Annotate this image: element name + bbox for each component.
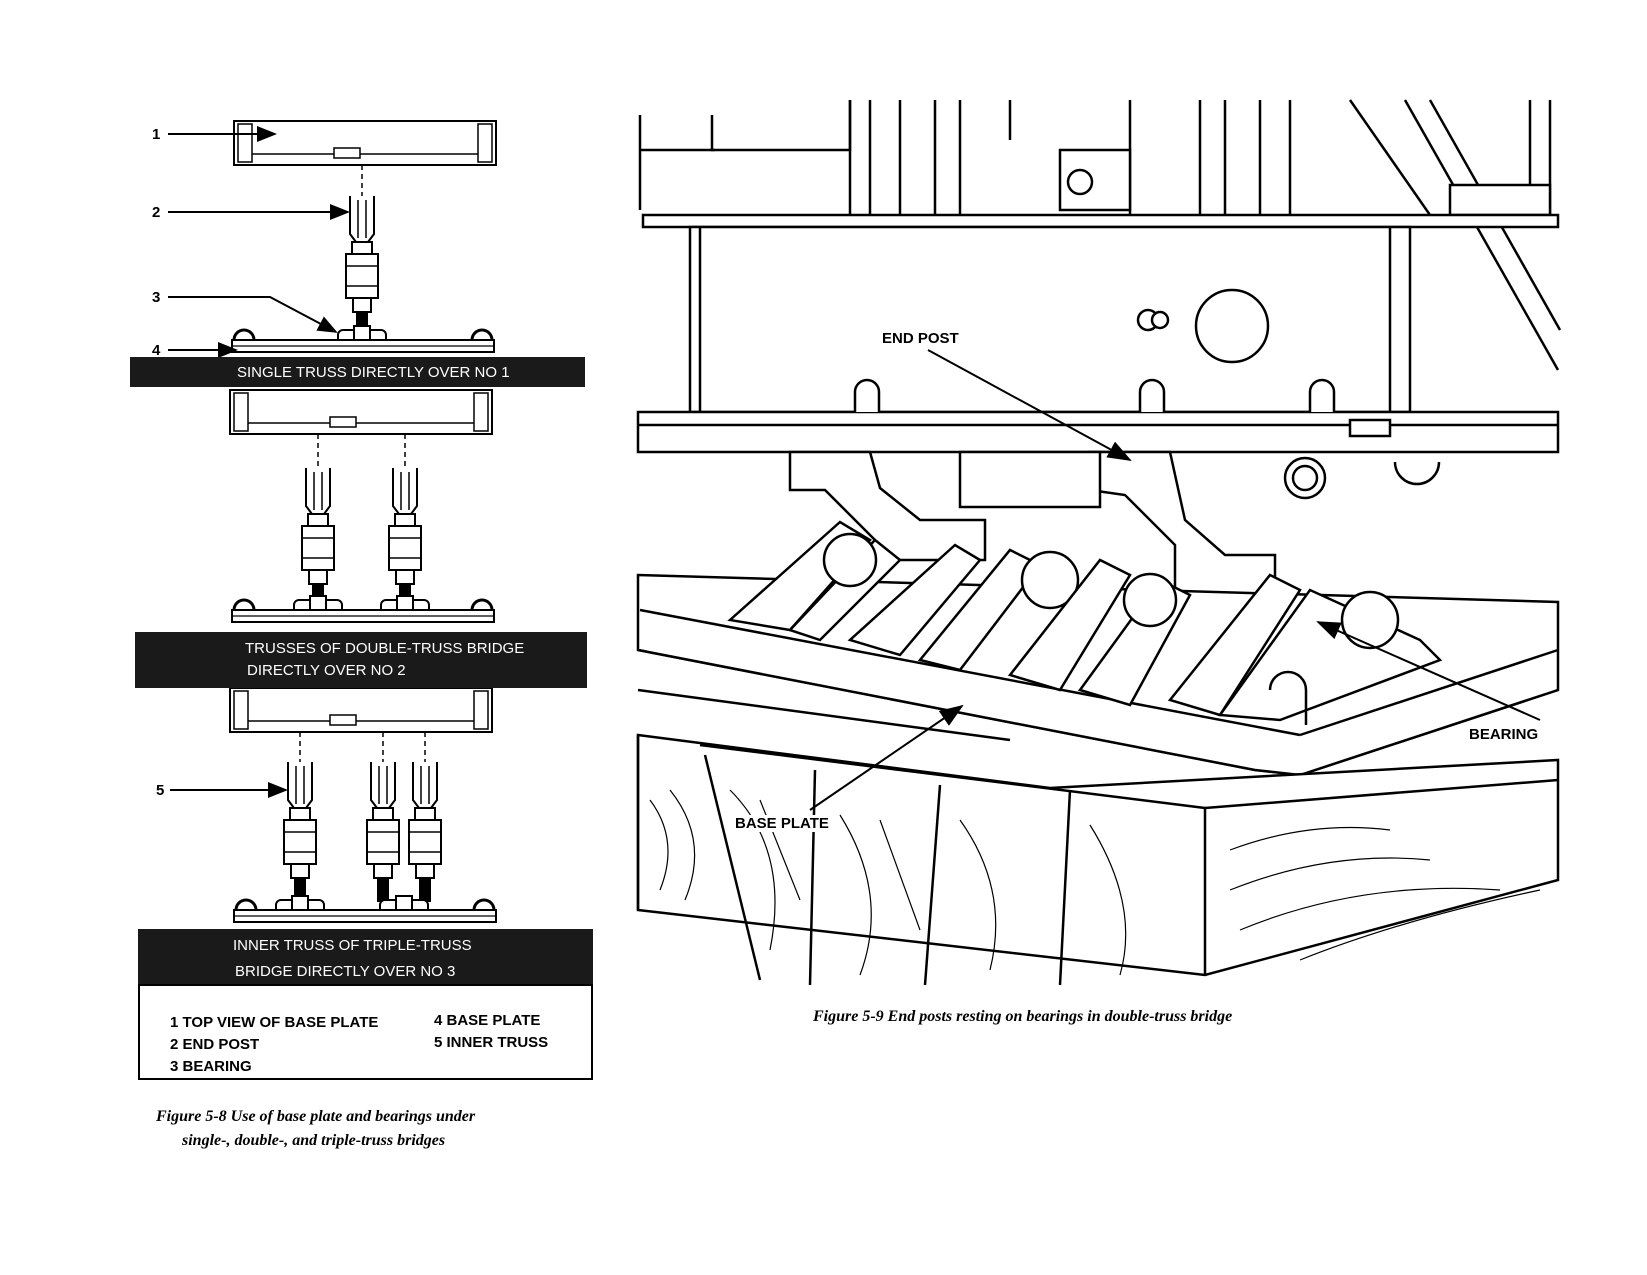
end-post-triple-third — [408, 761, 442, 903]
band-double-line1: TRUSSES OF DOUBLE-TRUSS BRIDGE — [245, 640, 525, 657]
band-double-line2: DIRECTLY OVER NO 2 — [247, 662, 406, 679]
end-post-beam — [636, 213, 1560, 486]
figure-5-8-caption-line2: single-, double-, and triple-truss bridg… — [182, 1132, 446, 1149]
band-triple-line1: INNER TRUSS OF TRIPLE-TRUSS — [233, 937, 472, 954]
band-triple-line2: BRIDGE DIRECTLY OVER NO 3 — [235, 963, 456, 980]
legend-item-5: 5 INNER TRUSS — [434, 1034, 549, 1051]
bearings — [727, 520, 1443, 725]
callout-number-4: 4 — [152, 342, 161, 359]
base-plate-double — [230, 598, 496, 624]
top-view-base-plate-3 — [229, 687, 493, 733]
end-post-feet — [788, 450, 1327, 602]
callout-number-5: 5 — [156, 782, 165, 799]
label-end-post: END POST — [880, 330, 961, 347]
base-plate-shape — [636, 573, 1560, 777]
legend-box: 1 TOP VIEW OF BASE PLATE 2 END POST 3 BE… — [138, 984, 593, 1080]
end-post-triple-outer — [283, 761, 317, 903]
callout-number-2: 2 — [152, 204, 161, 221]
band-single-truss: SINGLE TRUSS DIRECTLY OVER NO 1 — [130, 357, 585, 387]
end-post-double-left — [301, 467, 335, 609]
legend-item-3: 3 BEARING — [170, 1058, 252, 1075]
band-triple-truss: INNER TRUSS OF TRIPLE-TRUSS BRIDGE DIREC… — [138, 929, 593, 985]
legend-item-2: 2 END POST — [170, 1036, 260, 1053]
end-post-triple-inner — [366, 761, 400, 903]
figure-5-9-caption: Figure 5-9 End posts resting on bearings… — [813, 1008, 1233, 1025]
figure-5-8-caption-line1: Figure 5-8 Use of base plate and bearing… — [156, 1108, 476, 1125]
band-single-text: SINGLE TRUSS DIRECTLY OVER NO 1 — [237, 364, 510, 381]
timber-blocks — [636, 688, 1560, 986]
callout-arrows — [168, 126, 350, 798]
label-bearing: BEARING — [1467, 726, 1541, 743]
legend-item-4: 4 BASE PLATE — [434, 1012, 541, 1029]
top-view-base-plate-1 — [233, 120, 497, 166]
figure-5-8-drawing — [168, 120, 498, 924]
truss-frame — [638, 99, 1562, 371]
callout-number-3: 3 — [152, 289, 161, 306]
label-arrows — [809, 349, 1541, 811]
top-view-base-plate-2 — [229, 389, 493, 435]
label-base-plate: BASE PLATE — [733, 815, 831, 832]
callout-number-1: 1 — [152, 126, 161, 143]
base-plate-triple — [232, 898, 498, 924]
legend-item-1: 1 TOP VIEW OF BASE PLATE — [170, 1014, 379, 1031]
end-post-single — [345, 195, 379, 337]
end-post-double-right — [388, 467, 422, 609]
band-double-truss: TRUSSES OF DOUBLE-TRUSS BRIDGE DIRECTLY … — [135, 632, 587, 688]
